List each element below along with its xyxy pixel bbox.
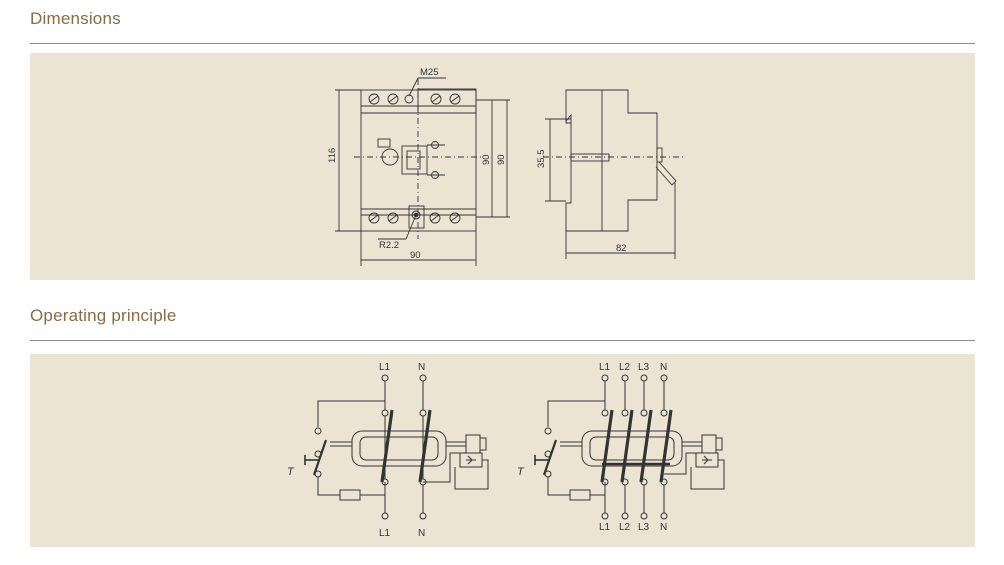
side-view-drawing (543, 89, 685, 259)
operating-principle-title: Operating principle (30, 306, 177, 325)
width-label: 90 (410, 250, 421, 261)
four-pole-diagram (534, 374, 725, 520)
thread-label: M25 (420, 67, 438, 78)
height-label: 116 (327, 148, 338, 163)
depth-label: 82 (616, 243, 627, 254)
four-pole-top-label-l3: L3 (638, 362, 650, 373)
two-pole-top-label-l1: L1 (379, 362, 391, 373)
four-pole-bottom-label-l1: L1 (599, 522, 611, 533)
front-view-drawing (335, 77, 510, 266)
four-pole-bottom-label-n: N (660, 522, 667, 533)
inner-height-label-1: 90 (481, 154, 492, 165)
four-pole-top-label-l2: L2 (619, 362, 631, 373)
two-pole-bottom-label-n: N (418, 528, 425, 539)
radius-label: R2.2 (379, 240, 399, 251)
dimensions-divider (30, 43, 975, 44)
operating-principle-panel: L1 N L1 N T (30, 354, 975, 547)
dimensions-title: Dimensions (30, 9, 121, 28)
two-pole-test-label: T (287, 466, 295, 478)
dimensions-panel: M25 116 90 90 R2.2 90 35.5 82 (30, 53, 975, 280)
four-pole-top-label-l1: L1 (599, 362, 611, 373)
two-pole-diagram (304, 374, 489, 520)
two-pole-labels: L1 N L1 N T (287, 362, 425, 539)
four-pole-labels: L1 L2 L3 N L1 L2 L3 N T (517, 362, 667, 533)
four-pole-top-label-n: N (660, 362, 667, 373)
inner-height-label-2: 90 (496, 154, 507, 165)
rail-label: 35.5 (536, 150, 547, 169)
dimensions-drawing: M25 116 90 90 R2.2 90 35.5 82 (327, 67, 685, 266)
two-pole-bottom-label-l1: L1 (379, 528, 391, 539)
operating-principle-drawing: L1 N L1 N T (287, 362, 725, 539)
four-pole-test-label: T (517, 466, 525, 478)
four-pole-bottom-label-l3: L3 (638, 522, 650, 533)
four-pole-bottom-label-l2: L2 (619, 522, 631, 533)
two-pole-top-label-n: N (418, 362, 425, 373)
operating-principle-divider (30, 340, 975, 341)
